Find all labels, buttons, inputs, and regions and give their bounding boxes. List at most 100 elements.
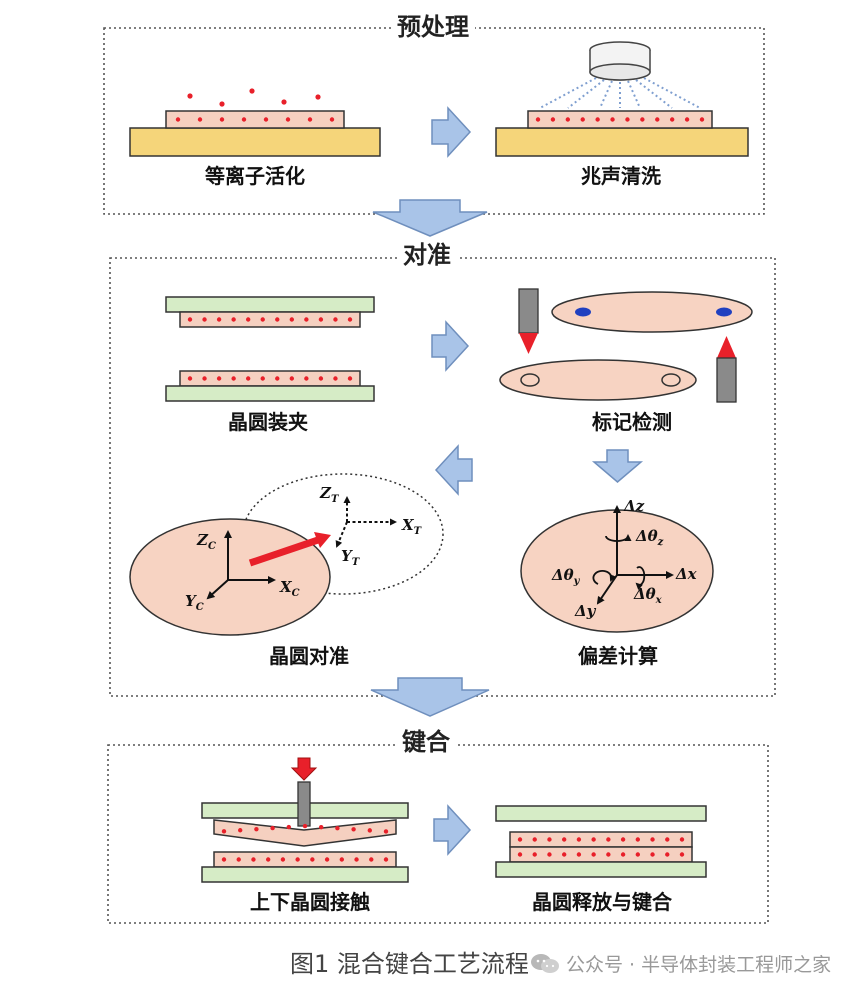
bond-pad-dot <box>289 376 295 381</box>
bond-pad-dot <box>517 852 523 857</box>
bond-pad-dot <box>202 317 207 322</box>
bond-pad-dot <box>254 826 259 832</box>
label-wafer-contact: 上下晶圆接触 <box>250 890 370 914</box>
left-arrow-calc-to-align <box>434 444 473 496</box>
bond-pad-dot <box>532 852 537 857</box>
bond-pad-dot <box>260 317 265 322</box>
bond-pad-dot <box>679 837 685 842</box>
bond-pad-dot <box>263 117 269 122</box>
bond-pad-dot <box>354 857 359 862</box>
axis-label-yc: YC <box>185 592 204 613</box>
bond-pad-dot <box>216 317 222 322</box>
bond-pad-dot <box>221 829 227 834</box>
axis-label-dtheta-z: Δθz <box>636 527 664 548</box>
bond-pad-dot <box>650 852 655 857</box>
wafer-clamp-illustration <box>165 296 375 402</box>
bond-pad-dot <box>231 317 236 322</box>
bond-pad-dot <box>532 837 537 842</box>
bond-pad-dot <box>347 317 353 322</box>
bond-pad-dot <box>245 317 251 322</box>
bond-pad-dot <box>684 117 690 122</box>
bond-pad-dot <box>318 317 324 322</box>
bond-pad-dot <box>265 857 271 862</box>
bond-pad-dot <box>221 857 227 862</box>
bond-pad-dot <box>665 837 670 842</box>
bond-pad-dot <box>280 857 286 862</box>
wafer-alignment-illustration <box>129 473 444 636</box>
right-arrow-pre <box>431 106 472 158</box>
offset-calculation-illustration <box>520 505 714 633</box>
bond-pad-dot <box>606 837 611 842</box>
wechat-icon <box>531 954 559 973</box>
bond-pad-dot <box>333 317 338 322</box>
bond-pad-dot <box>547 837 552 842</box>
bond-pad-dot <box>187 317 193 322</box>
bond-pad-dot <box>339 857 345 862</box>
bond-pad-dot <box>231 376 236 381</box>
bond-pad-dot <box>383 829 389 834</box>
bond-pad-dot <box>561 852 567 857</box>
figure-caption: 图1 混合键合工艺流程 <box>290 950 529 978</box>
bond-pad-dot <box>620 837 626 842</box>
bond-pad-dot <box>640 117 645 122</box>
bond-pad-dot <box>307 117 313 122</box>
axis-label-zc: ZC <box>197 531 216 552</box>
bond-pad-dot <box>561 837 567 842</box>
bond-pad-dot <box>187 376 193 381</box>
bond-pad-dot <box>591 852 596 857</box>
bond-pad-dot <box>367 828 372 833</box>
bond-pad-dot <box>535 117 541 122</box>
axis-label-dtheta-y: Δθy <box>552 566 580 587</box>
label-plasma-activation: 等离子活化 <box>205 164 305 188</box>
section-title-bonding: 键合 <box>396 727 456 757</box>
label-megasonic-cleaning: 兆声清洗 <box>581 164 661 188</box>
bond-pad-dot <box>517 837 523 842</box>
bond-pad-dot <box>219 117 225 122</box>
release-bond-illustration <box>495 805 707 878</box>
bond-pad-dot <box>302 823 308 829</box>
bond-pad-dot <box>625 117 630 122</box>
axis-label-zt: ZT <box>320 484 339 505</box>
down-arrow-mark-to-calc <box>591 449 644 483</box>
megasonic-cleaning-illustration <box>495 41 749 157</box>
bond-pad-dot <box>289 317 295 322</box>
bond-pad-dot <box>679 852 685 857</box>
bond-pad-dot <box>304 317 309 322</box>
bond-pad-dot <box>324 857 330 862</box>
axis-label-xt: XT <box>402 516 422 537</box>
bond-pad-dot <box>665 852 670 857</box>
bond-pad-dot <box>610 117 615 122</box>
bond-pad-dot <box>241 117 247 122</box>
right-arrow-bond <box>433 804 472 856</box>
label-release-bond: 晶圆释放与键合 <box>532 890 672 914</box>
bond-pad-dot <box>275 376 280 381</box>
bond-pad-dot <box>295 857 300 862</box>
bond-pad-dot <box>318 376 324 381</box>
mark-detection-illustration <box>499 288 753 403</box>
down-arrow-1 <box>372 199 488 237</box>
bond-pad-dot <box>245 376 251 381</box>
bond-pad-dot <box>251 857 256 862</box>
plasma-activation-illustration <box>129 88 381 157</box>
bond-pad-dot <box>270 825 275 831</box>
bond-pad-dot <box>236 857 241 862</box>
bond-pad-dot <box>285 117 291 122</box>
bond-pad-dot <box>580 117 585 122</box>
bond-pad-dot <box>335 826 340 831</box>
down-arrow-2 <box>370 677 490 717</box>
label-wafer-alignment: 晶圆对准 <box>269 644 349 668</box>
bond-pad-dot <box>369 857 374 862</box>
bond-pad-dot <box>202 376 207 381</box>
bond-pad-dot <box>635 837 641 842</box>
bond-pad-dot <box>175 117 181 122</box>
bond-pad-dot <box>591 837 596 842</box>
bond-pad-dot <box>655 117 660 122</box>
right-arrow-align <box>431 320 470 372</box>
bond-pad-dot <box>547 852 552 857</box>
bond-pad-dot <box>304 376 309 381</box>
bond-pad-dot <box>275 317 280 322</box>
bond-pad-dot <box>238 828 243 833</box>
bond-pad-dot <box>329 117 335 122</box>
axis-label-dy: Δy <box>575 602 596 620</box>
